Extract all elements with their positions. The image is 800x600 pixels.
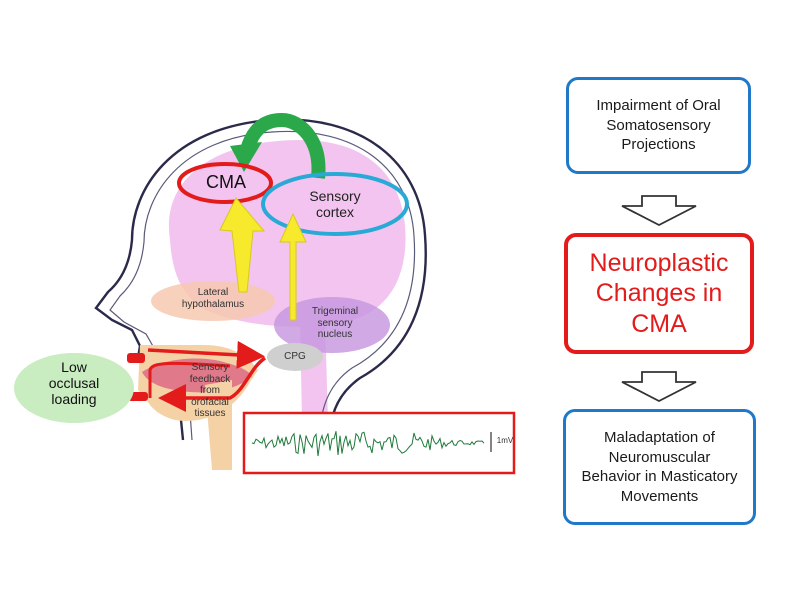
sensory-cortex-label: Sensory cortex [309, 188, 361, 221]
flow-arrow-2 [621, 371, 697, 403]
trigeminal-label: Trigeminal sensory nucleus [311, 306, 359, 340]
emg-trace [251, 431, 485, 457]
yellow-arrow-hypothalamus [219, 197, 266, 293]
red-arrow-to-teeth [158, 356, 267, 412]
trigeminal-region [274, 297, 390, 353]
flow-box-impairment-text: Impairment of Oral Somatosensory Project… [596, 97, 721, 154]
throat [205, 380, 232, 470]
cma-oval [177, 162, 273, 204]
yellow-arrow-trigeminal [279, 212, 307, 321]
green-arrowhead [230, 142, 262, 172]
flow-box-impairment: Impairment of Oral Somatosensory Project… [566, 77, 751, 174]
red-arrow-from-teeth [148, 361, 231, 398]
flow-box-maladaptation-text: Maladaptation of Neuromuscular Behavior … [581, 429, 738, 505]
sensory-feedback-label: Sensory feedback from orofacial tissues [189, 362, 231, 419]
lateral-hypothalamus-label: Lateral hypothalamus [181, 287, 245, 310]
emg-scale-label: 1mV [496, 436, 514, 445]
low-occlusal-oval [14, 353, 134, 423]
cma-label: CMA [206, 172, 246, 192]
flow-box-maladaptation: Maladaptation of Neuromuscular Behavior … [563, 409, 756, 525]
cpg-region [267, 343, 323, 371]
sensory-cortex-oval [261, 172, 409, 236]
flow-arrow-1 [621, 195, 697, 227]
flow-box-neuroplastic: Neuroplastic Changes in CMA [564, 233, 754, 354]
head-outline [94, 118, 427, 441]
red-arrow-to-cpg [147, 340, 265, 369]
green-loop-arrow [240, 112, 326, 179]
flow-box-neuroplastic-text: Neuroplastic Changes in CMA [589, 248, 729, 338]
upper-teeth [127, 353, 145, 363]
cpg-label: CPG [284, 351, 306, 362]
low-occlusal-label: Low occlusal loading [48, 359, 100, 408]
